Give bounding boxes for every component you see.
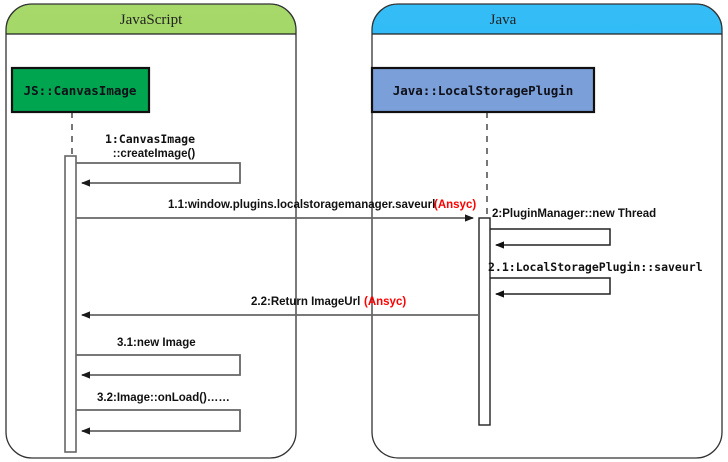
java-frame-header bbox=[372, 4, 722, 34]
message-1-label-line1: 1:CanvasImage bbox=[105, 132, 195, 146]
java-participant-label: Java::LocalStoragePlugin bbox=[393, 83, 574, 98]
message-3-2-arrow bbox=[76, 409, 241, 435]
message-2-self-call bbox=[490, 228, 611, 249]
message-3-1-self-call bbox=[76, 354, 241, 379]
message-2-label: 2:PluginManager::new Thread bbox=[492, 208, 656, 220]
js-frame-header bbox=[6, 4, 296, 34]
js-participant-box[interactable] bbox=[10, 66, 151, 114]
message-2-arrow bbox=[490, 228, 611, 249]
message-3-2-label: 3.2:Image::onLoad()…… bbox=[97, 392, 230, 404]
java-frame-title: Java bbox=[490, 12, 517, 28]
js-frame-title: JavaScript bbox=[120, 12, 183, 28]
message-1-arrow bbox=[76, 162, 241, 187]
message-2-1-self-call bbox=[490, 277, 611, 298]
java-frame: Java bbox=[371, 3, 723, 459]
message-2-1-arrow bbox=[490, 277, 611, 298]
message-3-1-label: 3.1:new Image bbox=[117, 337, 196, 349]
message-2-2-label-accent: (Ansyc) bbox=[364, 296, 406, 308]
message-1-1-label-accent: (Ansyc) bbox=[434, 199, 476, 211]
participant-java-localstorageplugin[interactable]: Java::LocalStoragePlugin bbox=[370, 66, 596, 114]
message-2-2-label: 2.2:Return ImageUrl (Ansyc) bbox=[251, 296, 406, 308]
java-activation-bar bbox=[478, 217, 491, 426]
message-2-2-label-text: 2.2:Return ImageUrl bbox=[251, 296, 360, 308]
participant-js-canvasimage[interactable]: JS::CanvasImage bbox=[10, 66, 151, 114]
message-3-2-self-call bbox=[76, 409, 241, 435]
message-1-label-line2: ::createImage() bbox=[113, 148, 196, 160]
message-3-1-arrow bbox=[76, 354, 241, 379]
message-1-1-label: 1.1:window.plugins.localstoragemanager.s… bbox=[168, 199, 476, 211]
message-1-1-label-text: 1.1:window.plugins.localstoragemanager.s… bbox=[168, 199, 435, 211]
js-participant-label: JS::CanvasImage bbox=[24, 83, 137, 98]
js-activation-bar bbox=[64, 155, 77, 453]
message-1-self-call bbox=[76, 162, 241, 187]
message-2-1-label: 2.1:LocalStoragePlugin::saveurl bbox=[488, 260, 703, 274]
java-participant-box[interactable] bbox=[370, 66, 596, 114]
js-frame: JavaScript bbox=[5, 3, 297, 459]
